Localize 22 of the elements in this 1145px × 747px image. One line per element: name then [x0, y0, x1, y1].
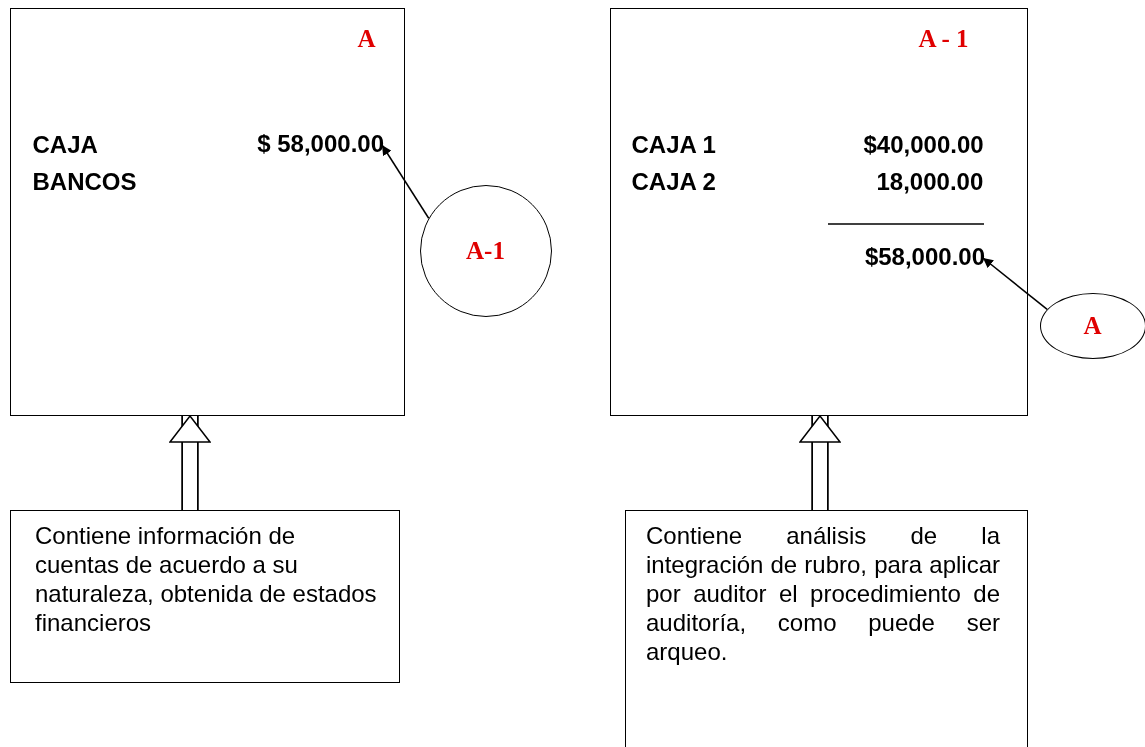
- leader-arrow: [381, 144, 430, 219]
- amount: $40,000.00: [863, 130, 984, 159]
- index-mark: A: [1083, 311, 1102, 340]
- block-arrow: [169, 415, 211, 510]
- document-box: [610, 8, 1028, 416]
- account-name: CAJA 1: [631, 130, 716, 159]
- description-text: Contiene información de cuentas de acuerdo a su naturaleza, obtenida de estados financieros: [35, 521, 377, 637]
- total-amount: $58,000.00: [864, 243, 985, 271]
- document-box: [625, 510, 1028, 747]
- amount: 18,000.00: [876, 167, 984, 196]
- account-name: BANCOS: [32, 167, 137, 196]
- description-text: Contiene análisis de la integración de rubro, para aplicar por auditor el procedimiento de auditoría, como puede ser arqueo.: [646, 521, 1000, 666]
- account-name: CAJA 2: [631, 167, 716, 196]
- account-name: CAJA: [32, 130, 98, 159]
- document-box: [10, 510, 400, 683]
- leader-arrow: [982, 257, 1048, 311]
- index-mark: A - 1: [918, 24, 969, 53]
- document-box: [10, 8, 405, 416]
- block-arrow: [799, 415, 841, 510]
- amount: $ 58,000.00: [257, 130, 384, 158]
- index-mark: A-1: [466, 236, 505, 265]
- index-mark: A: [357, 24, 376, 53]
